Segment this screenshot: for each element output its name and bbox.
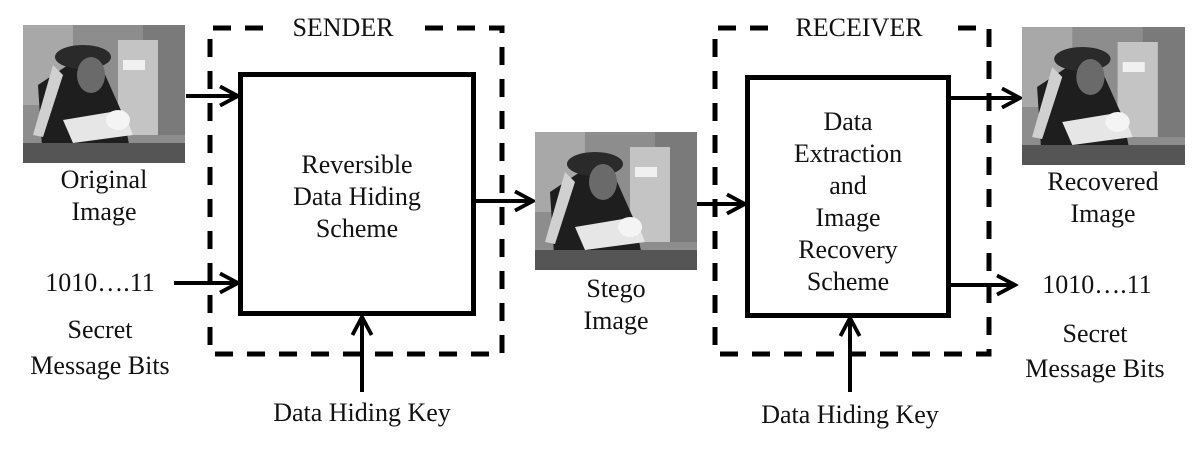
recovered-image-label-line-2: Image [1070,199,1136,228]
stego-image-label-line-1: Stego [586,274,646,303]
original-image-label-line-2: Image [71,197,137,226]
output-secret-bits-label-line-2: Message Bits [1025,354,1165,383]
sender-group-border [207,25,505,357]
receiver-block-line-2: Extraction [793,139,903,168]
receiver-block-line-3: and [829,171,867,200]
output-secret-bits-value: 1010….11 [1042,270,1152,299]
sender-block-line-2: Data Hiding [293,182,421,211]
original-image-label-line-1: Original [60,165,148,194]
original-image-photo [23,25,185,163]
receiver-title: RECEIVER [795,13,923,42]
sender-key-label: Data Hiding Key [273,398,451,427]
recovered-image-photo [1022,27,1185,165]
receiver-scheme-block: Data Extraction and Image Recovery Schem… [745,75,951,318]
sender-block-line-1: Reversible [301,150,413,179]
recovered-image-label-line-1: Recovered [1047,167,1159,196]
sender-block-line-3: Scheme [315,214,399,243]
receiver-block-line-1: Data [823,107,873,136]
sender-scheme-block: Reversible Data Hiding Scheme [238,72,476,316]
receiver-block-line-5: Recovery [798,235,898,264]
sender-title: SENDER [292,13,394,42]
receiver-key-label: Data Hiding Key [761,400,939,429]
input-secret-bits-label-line-1: Secret [67,315,133,344]
receiver-block-line-4: Image [815,203,881,232]
input-secret-bits-value: 1010….11 [45,268,155,297]
output-secret-bits-label-line-1: Secret [1062,319,1128,348]
photo-icon [535,132,697,270]
photo-icon [1022,27,1185,165]
input-secret-bits-label-line-2: Message Bits [30,351,170,380]
receiver-block-line-6: Scheme [806,267,890,296]
stego-image-label-line-2: Image [583,306,649,335]
stego-image-photo [535,132,697,270]
photo-icon [23,25,185,163]
